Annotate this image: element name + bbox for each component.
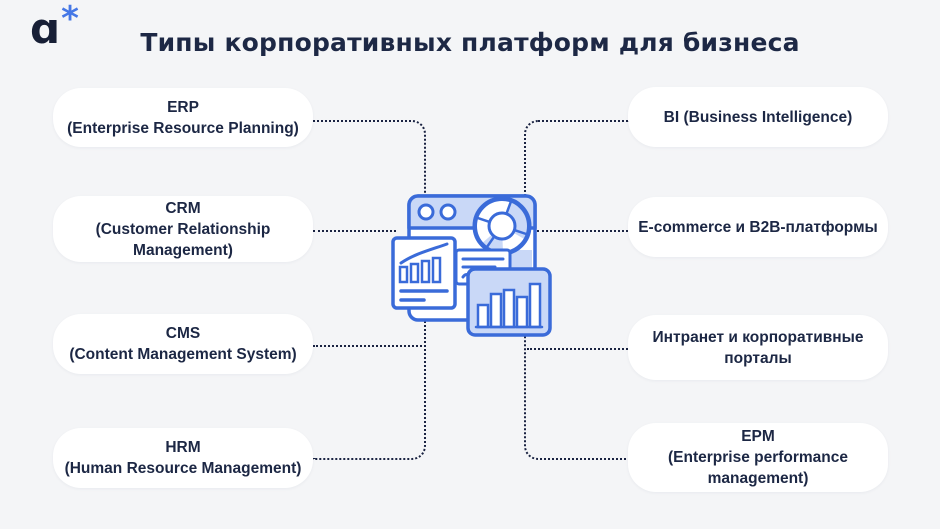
card-line: (Enterprise Resource Planning) — [67, 119, 299, 137]
card-line: (Human Resource Management) — [64, 460, 302, 477]
card-line: порталы — [724, 349, 792, 367]
card-line: EPM — [741, 428, 775, 445]
platform-card-crm: CRM (Customer Relationship Management) — [53, 196, 313, 262]
platform-card-hrm: HRM (Human Resource Management) — [53, 428, 313, 488]
window-control-dot — [417, 203, 435, 221]
connector-cms — [313, 345, 422, 347]
card-line: ERP — [167, 98, 199, 116]
connector-crm — [313, 230, 396, 232]
logo-letter: ɑ — [30, 4, 61, 53]
card-line: Интранет и корпоративные — [652, 328, 864, 346]
platform-card-cms: CMS (Content Management System) — [53, 314, 313, 374]
platform-card-intranet: Интранет и корпоративные порталы — [628, 315, 888, 380]
card-line: management) — [707, 470, 809, 487]
card-line: HRM — [165, 439, 201, 456]
platform-card-epm: EPM (Enterprise performance management) — [628, 423, 888, 492]
connector-hrm — [313, 321, 426, 460]
connector-epm — [524, 336, 630, 460]
logo: ɑ* — [30, 2, 79, 50]
card-line: CMS — [165, 325, 201, 342]
dashboard-illustration — [391, 194, 552, 337]
platform-card-erp: ERP (Enterprise Resource Planning) — [53, 88, 313, 147]
card-line: BI (Business Intelligence) — [663, 108, 853, 126]
card-line: (Customer Relationship — [95, 220, 271, 238]
card-line: (Content Management System) — [69, 346, 297, 363]
connector-intranet — [527, 348, 628, 350]
card-line: (Enterprise performance — [667, 449, 849, 466]
connector-ecommerce — [537, 230, 628, 232]
connector-erp — [313, 120, 426, 198]
bar-chart-card-icon — [466, 267, 552, 337]
page-title: Типы корпоративных платформ для бизнеса — [140, 28, 800, 57]
window-control-dot — [439, 203, 457, 221]
card-line: CRM — [165, 199, 201, 217]
card-line: E-commerce и B2B-платформы — [638, 218, 878, 236]
platform-card-ecommerce: E-commerce и B2B-платформы — [628, 197, 888, 257]
logo-star-icon: * — [61, 0, 79, 39]
trend-bar-report-card-icon — [391, 236, 457, 310]
platform-card-bi: BI (Business Intelligence) — [628, 87, 888, 147]
card-line: Management) — [133, 241, 233, 259]
connector-bi — [524, 120, 630, 198]
donut-chart-icon — [472, 196, 532, 256]
